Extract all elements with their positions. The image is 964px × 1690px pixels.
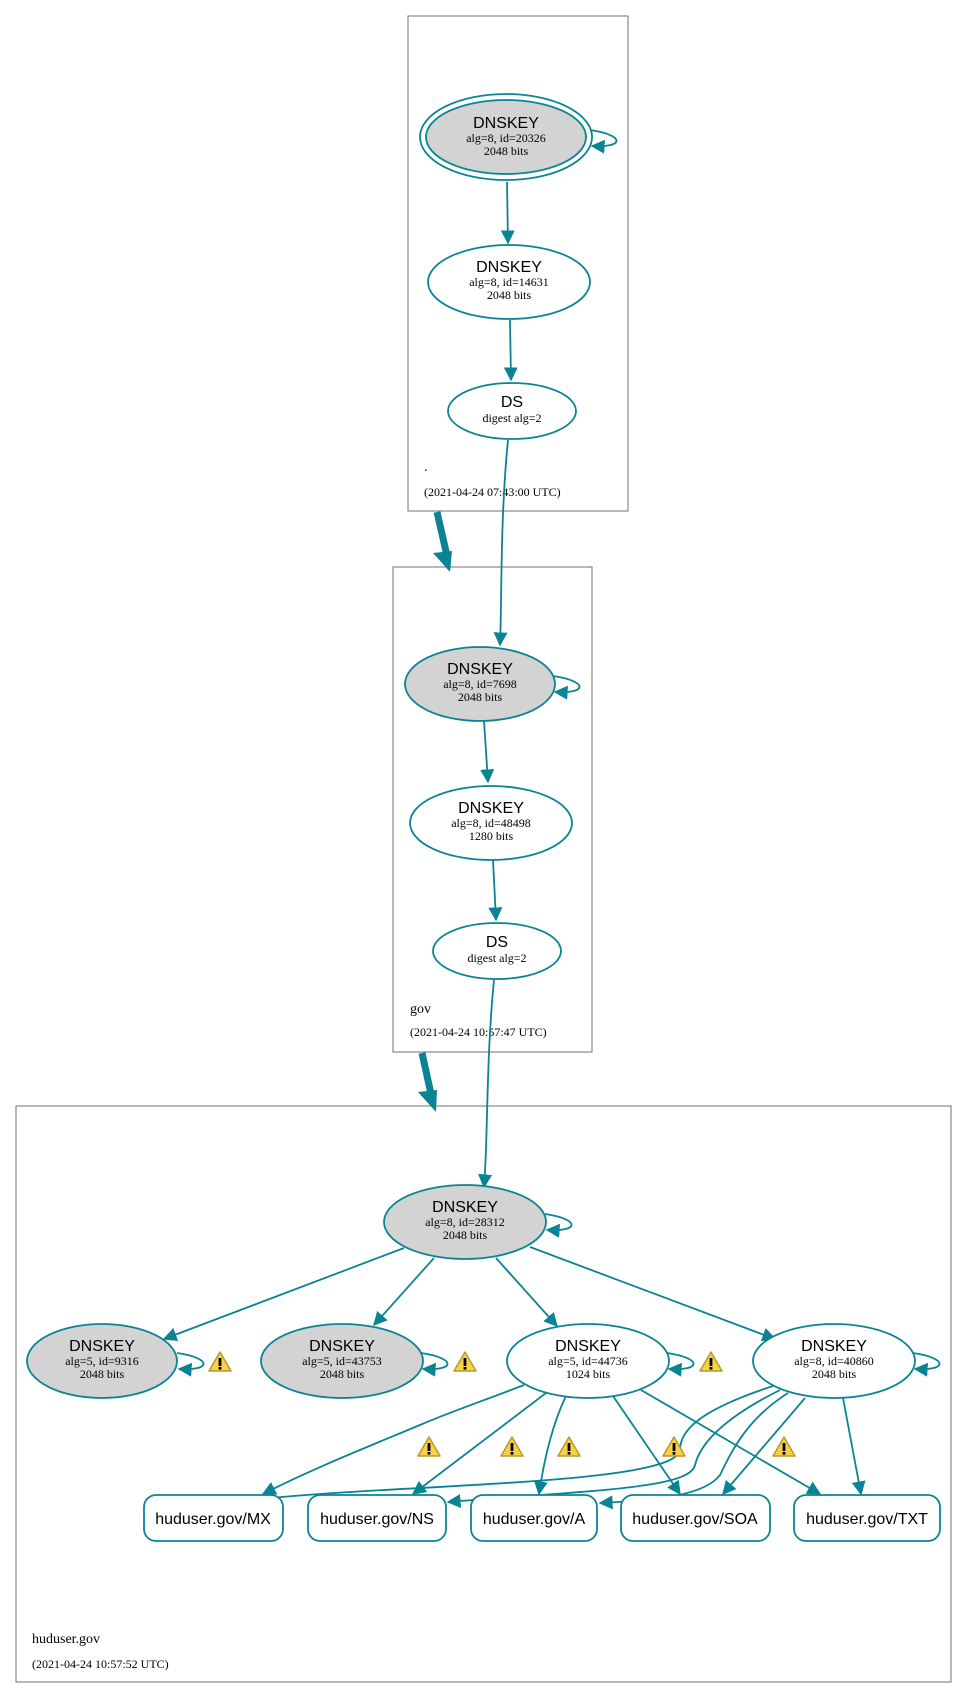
node-gov-zsk-line1: alg=8, id=48498 <box>451 816 531 830</box>
edge-gov-ksk-self <box>552 675 581 700</box>
zone-huduser-timestamp: (2021-04-24 10:57:52 UTC) <box>32 1657 169 1671</box>
node-root-zsk-title: DNSKEY <box>476 259 542 276</box>
node-root-ksk-title: DNSKEY <box>473 115 539 132</box>
zone-root-box <box>407 15 629 512</box>
node-root-zsk-line2: 2048 bits <box>487 288 532 302</box>
record-mx-label: huduser.gov/MX <box>155 1511 271 1528</box>
edge-hud-ksk-to-k40860 <box>529 1246 777 1342</box>
warning-icon[interactable] <box>772 1436 796 1457</box>
record-txt[interactable]: huduser.gov/TXT <box>793 1494 941 1542</box>
edge-k40860-to-mx <box>260 1385 774 1505</box>
edge-k40860-to-soa <box>722 1397 806 1496</box>
node-hud-k40860-line1: alg=8, id=40860 <box>794 1354 874 1368</box>
node-gov-ksk-line1: alg=8, id=7698 <box>443 677 517 691</box>
edge-root-ksk-to-zsk <box>500 181 515 245</box>
edge-k44736-to-txt <box>640 1389 822 1495</box>
node-hud-k40860-line2: 2048 bits <box>812 1367 857 1381</box>
node-hud-k9316[interactable]: DNSKEY alg=5, id=9316 2048 bits <box>26 1323 178 1399</box>
edge-gov-zsk-to-ds <box>488 859 503 922</box>
node-hud-k44736-line2: 1024 bits <box>566 1367 611 1381</box>
node-hud-k43753-line1: alg=5, id=43753 <box>302 1354 382 1368</box>
node-hud-ksk-title: DNSKEY <box>432 1199 498 1216</box>
record-ns[interactable]: huduser.gov/NS <box>307 1494 447 1542</box>
edge-root-zsk-to-ds <box>503 319 518 382</box>
node-hud-k43753-title: DNSKEY <box>309 1338 375 1355</box>
edge-hud-ksk-to-k43753 <box>373 1257 435 1327</box>
node-gov-ds-line1: digest alg=2 <box>467 951 526 965</box>
zone-huduser-name: huduser.gov <box>32 1632 100 1647</box>
node-root-ksk-line2: 2048 bits <box>484 144 529 158</box>
node-hud-k44736-line1: alg=5, id=44736 <box>548 1354 628 1368</box>
edge-k44736-to-ns <box>411 1392 547 1495</box>
node-hud-k40860[interactable]: DNSKEY alg=8, id=40860 2048 bits <box>752 1323 916 1399</box>
zone-gov-name: gov <box>410 1002 431 1017</box>
record-soa[interactable]: huduser.gov/SOA <box>620 1494 771 1542</box>
zone-gov-timestamp: (2021-04-24 10:57:47 UTC) <box>410 1025 547 1039</box>
warning-icon[interactable] <box>208 1351 232 1372</box>
edge-k9316-self <box>176 1352 205 1377</box>
warning-icon[interactable] <box>500 1436 524 1457</box>
node-hud-k9316-line2: 2048 bits <box>80 1367 125 1381</box>
node-hud-ksk[interactable]: DNSKEY alg=8, id=28312 2048 bits <box>383 1184 547 1260</box>
warning-icon[interactable] <box>417 1436 441 1457</box>
delegation-gov-to-huduser-head <box>418 1090 437 1112</box>
node-hud-k43753[interactable]: DNSKEY alg=5, id=43753 2048 bits <box>260 1323 424 1399</box>
edge-k44736-to-soa <box>612 1395 681 1496</box>
node-gov-ds[interactable]: DS digest alg=2 <box>432 922 562 980</box>
node-gov-zsk[interactable]: DNSKEY alg=8, id=48498 1280 bits <box>409 785 573 861</box>
zone-gov-box <box>392 566 593 1053</box>
edge-root-ds-to-gov-ksk <box>493 439 509 647</box>
node-gov-zsk-line2: 1280 bits <box>469 829 514 843</box>
node-gov-ds-title: DS <box>486 934 508 951</box>
delegation-root-to-gov-head <box>433 551 452 572</box>
record-ns-label: huduser.gov/NS <box>320 1511 434 1528</box>
edge-hud-ksk-to-k44736 <box>495 1257 558 1328</box>
record-soa-label: huduser.gov/SOA <box>632 1511 758 1528</box>
delegation-gov-to-huduser <box>418 1052 435 1095</box>
edge-root-ksk-self <box>589 129 618 154</box>
zone-root-timestamp: (2021-04-24 07:43:00 UTC) <box>424 485 561 499</box>
node-root-zsk[interactable]: DNSKEY alg=8, id=14631 2048 bits <box>427 244 591 320</box>
edge-gov-ds-to-hud-ksk <box>478 979 495 1189</box>
node-gov-ksk-line2: 2048 bits <box>458 690 503 704</box>
edge-k44736-self <box>666 1352 695 1377</box>
node-root-ds-title: DS <box>501 394 523 411</box>
warning-icon[interactable] <box>557 1436 581 1457</box>
node-root-ds-line1: digest alg=2 <box>482 411 541 425</box>
record-mx[interactable]: huduser.gov/MX <box>143 1494 284 1542</box>
node-root-zsk-line1: alg=8, id=14631 <box>469 275 549 289</box>
node-hud-k9316-line1: alg=5, id=9316 <box>65 1354 139 1368</box>
node-hud-k9316-title: DNSKEY <box>69 1338 135 1355</box>
edge-k44736-to-mx <box>261 1384 525 1495</box>
zone-huduser-box <box>15 1105 952 1683</box>
record-txt-label: huduser.gov/TXT <box>806 1511 928 1528</box>
warning-icon[interactable] <box>453 1351 477 1372</box>
node-hud-ksk-line1: alg=8, id=28312 <box>425 1215 505 1229</box>
record-a[interactable]: huduser.gov/A <box>470 1494 598 1542</box>
edge-k43753-self <box>420 1352 449 1377</box>
edge-k40860-self <box>912 1352 941 1377</box>
node-gov-ksk-title: DNSKEY <box>447 661 513 678</box>
edge-hud-ksk-to-k9316 <box>162 1247 405 1342</box>
node-root-ksk-line1: alg=8, id=20326 <box>466 131 546 145</box>
warning-icon[interactable] <box>699 1351 723 1372</box>
zone-root-name: . <box>424 460 428 475</box>
node-gov-ksk[interactable]: DNSKEY alg=8, id=7698 2048 bits <box>404 646 556 722</box>
node-hud-k43753-line2: 2048 bits <box>320 1367 365 1381</box>
edge-hud-ksk-self <box>544 1213 573 1238</box>
node-hud-ksk-line2: 2048 bits <box>443 1228 488 1242</box>
node-gov-zsk-title: DNSKEY <box>458 800 524 817</box>
node-root-ksk[interactable]: DNSKEY alg=8, id=20326 2048 bits <box>419 93 593 181</box>
record-a-label: huduser.gov/A <box>483 1511 586 1528</box>
edge-gov-ksk-to-zsk <box>480 720 495 784</box>
edge-k40860-to-txt <box>842 1397 866 1496</box>
node-hud-k44736[interactable]: DNSKEY alg=5, id=44736 1024 bits <box>506 1323 670 1399</box>
node-hud-k44736-title: DNSKEY <box>555 1338 621 1355</box>
edge-k44736-to-a <box>533 1395 567 1496</box>
node-hud-k40860-title: DNSKEY <box>801 1338 867 1355</box>
node-root-ds[interactable]: DS digest alg=2 <box>447 382 577 440</box>
delegation-root-to-gov <box>433 511 451 557</box>
